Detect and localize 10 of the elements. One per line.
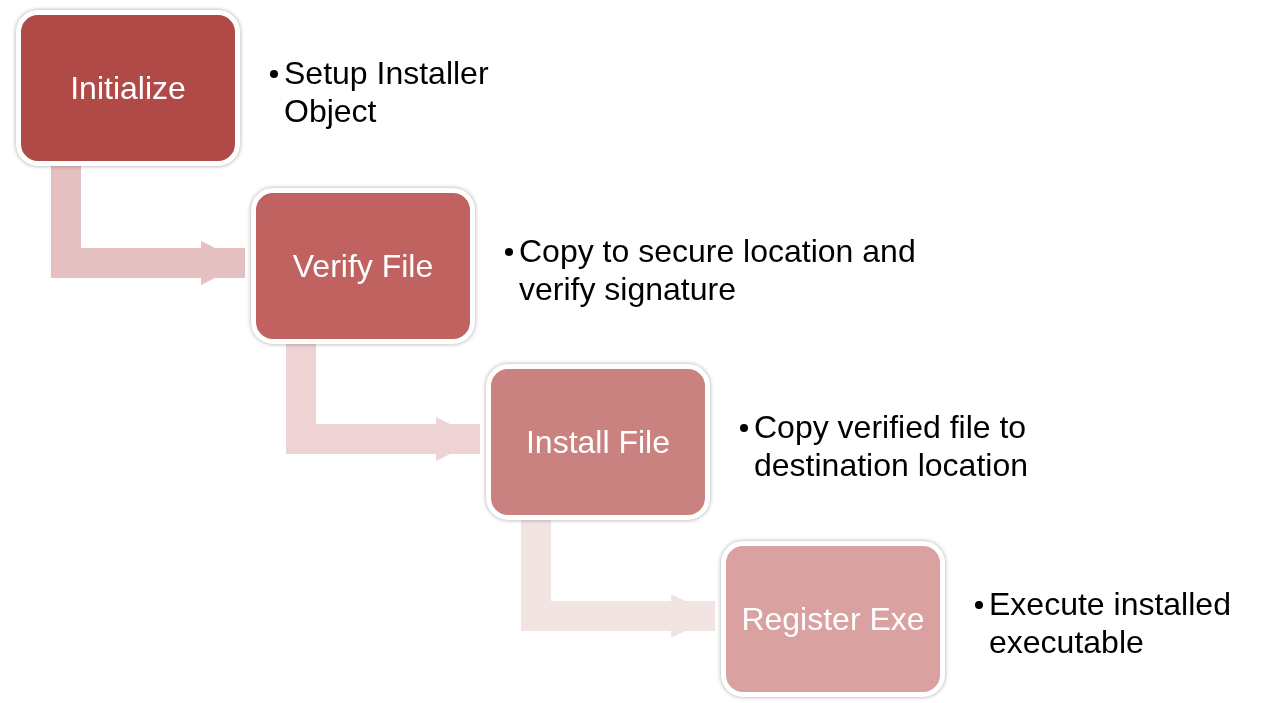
bent-arrow — [286, 344, 480, 461]
bullet-text: Copy verified file to destination location — [754, 408, 1029, 484]
bullet-text: Setup Installer Object — [284, 54, 490, 130]
step-label: Verify File — [292, 247, 434, 285]
bullet-text: Execute installed executable — [989, 585, 1232, 661]
step-label: Initialize — [70, 69, 186, 107]
bullet-text: Copy to secure location and verify signature — [519, 232, 917, 308]
step-label: Install File — [525, 423, 670, 461]
bent-arrow — [521, 520, 715, 638]
step-label: Register Exe — [741, 600, 925, 638]
